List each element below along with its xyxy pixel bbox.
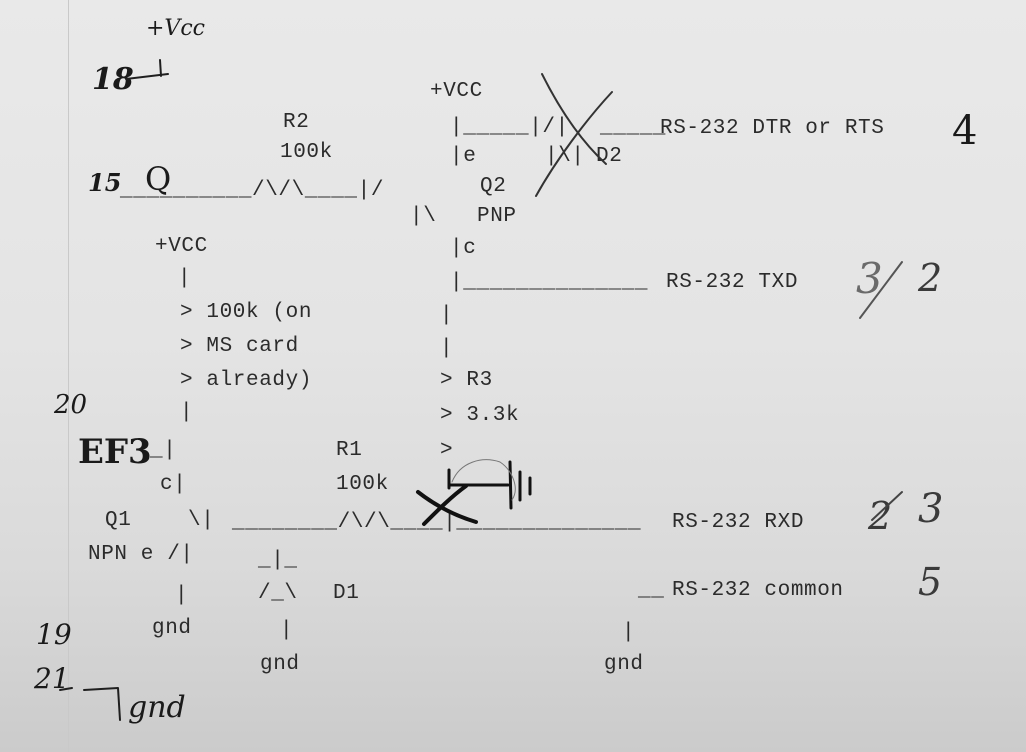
hand-pin-2: 2 [918,256,943,300]
q1-label: Q1 [105,509,132,532]
r3-tail: > [440,439,454,462]
q2-emitter-line: |_____|/| [450,116,569,139]
hand-ef3-label: EF3 [78,432,152,472]
q1-collector: c| [160,473,187,496]
d2-symbol-lower: |\| [545,145,585,168]
q2-symbol-lower: |\ [410,205,437,228]
dtr-label: RS-232 DTR or RTS [660,117,885,140]
dtr-wire: _____ [600,116,667,139]
rxd-wire: ________/\/\____|______________ [232,511,642,534]
hand-pin-15: 15 [88,168,122,197]
rxd-cross-mark [416,484,478,526]
common-label: RS-232 common [672,579,844,602]
hand-gnd-note: gnd [128,690,186,725]
hand-pin-20: 20 [54,390,88,420]
q1-gnd: gnd [152,617,192,640]
vcc-left-label: +VCC [155,235,208,258]
hand-pin-19: 19 [36,618,72,651]
common-gnd-wire: | [622,621,636,644]
struck-3-line [859,261,903,319]
q1-base: \| [188,509,215,532]
pullup-note-1: > 100k (on [180,301,313,324]
hand-pin-3: 3 [918,486,944,532]
hand-pin-5: 5 [918,560,943,604]
collector-wire-a: | [440,304,454,327]
collector-wire-b: | [440,337,454,360]
pencil-scribble [451,459,516,501]
vcc-top-label: +VCC [430,80,483,103]
hand-pin-21-tick [59,687,73,691]
r3-label: > R3 [440,369,493,392]
ef3-stub: _| [150,439,177,462]
struck-2-line [871,491,903,521]
txd-wire: |______________ [450,271,649,294]
q2-base-wire: __________/\/\____|/ [120,179,385,202]
q2-label: Q2 [480,175,507,198]
hand-struck-2: 2 [868,494,893,538]
hand-gnd-bracket [83,687,121,721]
q2-collector-tick: |c [450,237,477,260]
d1-gnd-wire: | [280,619,294,642]
d2-strike-mark [535,73,613,197]
margin-line [68,0,69,752]
d1-symbol-top: _|_ [258,549,298,572]
txd-label: RS-232 TXD [666,271,799,294]
q1-type: NPN e /| [88,543,194,566]
r3-value: > 3.3k [440,404,520,427]
common-wire: __ [638,579,665,602]
ground-symbol [447,460,532,510]
q1-gnd-wire: | [175,584,189,607]
d1-symbol-body: /_\ [258,582,298,605]
common-gnd: gnd [604,653,644,676]
hand-pin-4: 4 [952,108,978,154]
r2-label: R2 [283,111,310,134]
hand-vcc-note: +Vcc [146,16,205,41]
d1-label: D1 [333,582,360,605]
hand-pin-18-wire [125,59,169,80]
r1-value: 100k [336,473,389,496]
d1-gnd: gnd [260,653,300,676]
pullup-note-2: > MS card [180,335,299,358]
pullup-note-3: > already) [180,369,313,392]
hand-q-label: Q [145,160,172,198]
rxd-label: RS-232 RXD [672,511,805,534]
r1-label: R1 [336,439,363,462]
q2-type: PNP [477,205,517,228]
pullup-wire: | [178,267,192,290]
q2-emitter-tick: |e [450,145,477,168]
pullup-wire-lower: | [180,401,194,424]
r2-value: 100k [280,141,333,164]
